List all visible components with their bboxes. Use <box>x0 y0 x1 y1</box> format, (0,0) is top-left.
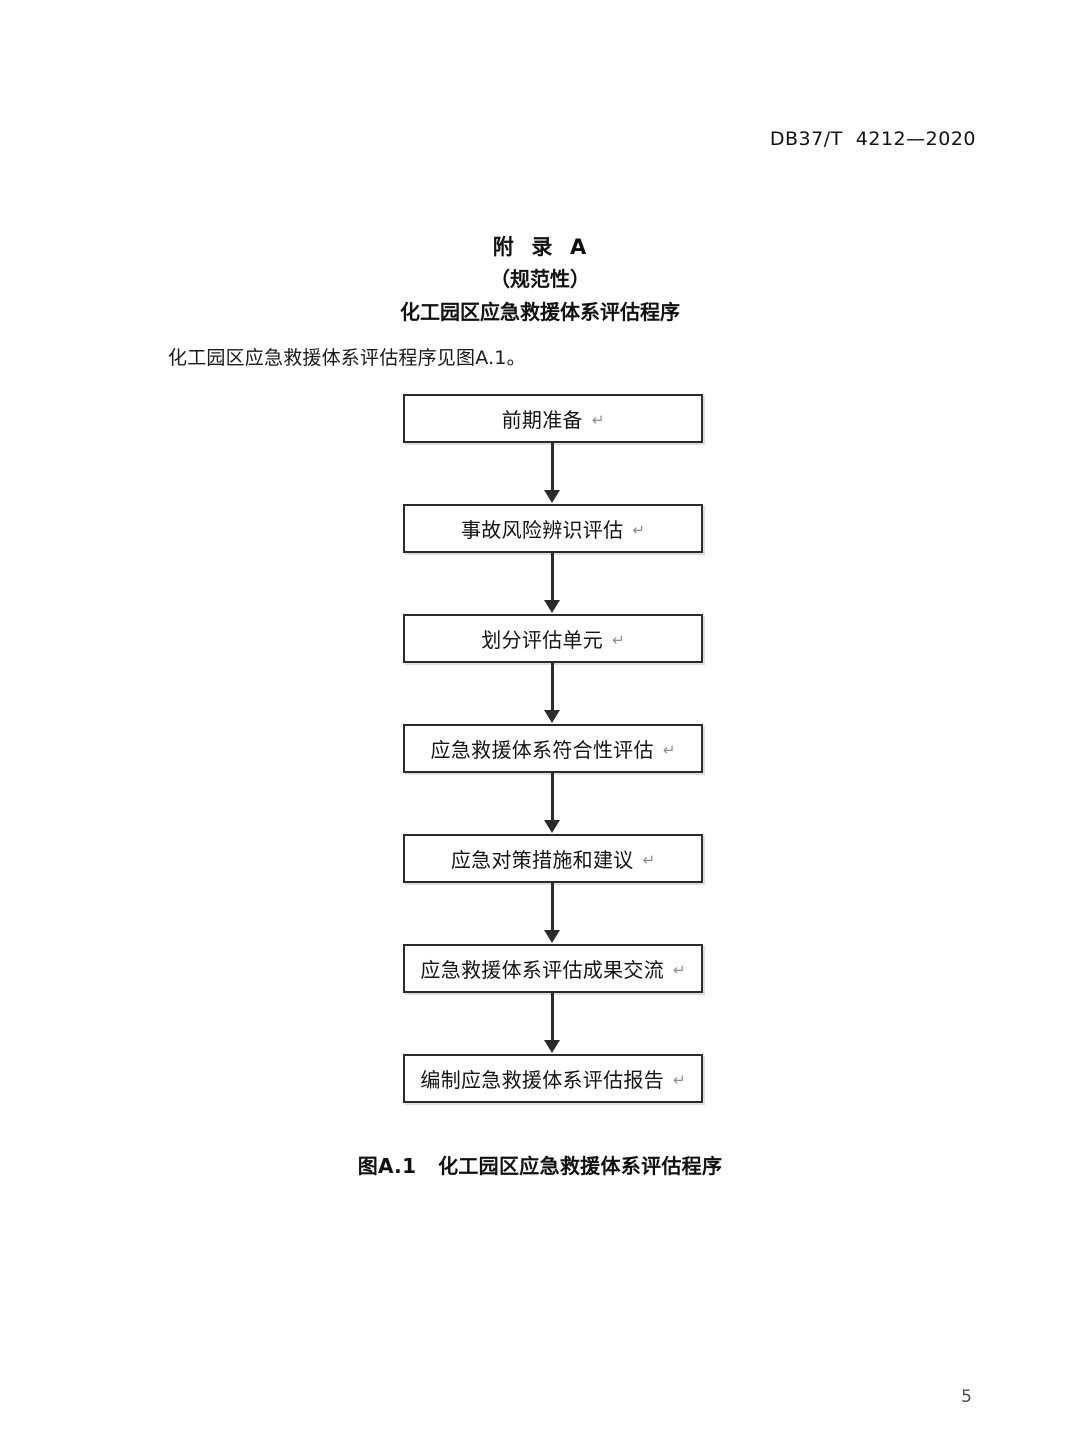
paragraph-return-icon: ↵ <box>673 1070 686 1089</box>
arrow-line <box>551 883 554 933</box>
flow-node-label: 划分评估单元 <box>481 628 604 652</box>
arrow-head-icon <box>544 930 560 943</box>
arrow-head-icon <box>544 820 560 833</box>
flow-connector-arrow <box>403 773 703 834</box>
flow-node: 应急救援体系符合性评估 ↵ <box>403 724 703 773</box>
flow-node-label: 应急救援体系符合性评估 <box>430 738 654 762</box>
body-paragraph: 化工园区应急救援体系评估程序见图A.1。 <box>168 347 526 369</box>
flow-connector-arrow <box>403 883 703 944</box>
paragraph-return-icon: ↵ <box>591 410 605 429</box>
flow-connector-arrow <box>403 443 703 504</box>
flow-node: 事故风险辨识评估 ↵ <box>403 504 703 553</box>
flow-connector-arrow <box>403 663 703 724</box>
flow-connector-arrow <box>403 993 703 1054</box>
arrow-head-icon <box>544 490 560 503</box>
arrow-line <box>551 773 554 823</box>
arrow-line <box>551 993 554 1043</box>
paragraph-return-icon: ↵ <box>612 630 625 649</box>
evaluation-procedure-flowchart: 前期准备↵事故风险辨识评估↵划分评估单元↵应急救援体系符合性评估↵应急对策措施和… <box>403 394 703 1103</box>
annex-heading-block: 附 录 A （规范性） 化工园区应急救援体系评估程序 <box>0 232 1080 328</box>
paragraph-return-icon: ↵ <box>673 960 686 979</box>
flow-node-label: 前期准备 <box>501 408 583 432</box>
flow-node: 应急对策措施和建议 ↵ <box>403 834 703 883</box>
arrow-head-icon <box>544 710 560 723</box>
annex-kind: （规范性） <box>490 267 590 292</box>
arrow-line <box>551 663 554 713</box>
flow-node: 编制应急救援体系评估报告 ↵ <box>403 1054 703 1103</box>
flow-node-label: 编制应急救援体系评估报告 <box>420 1068 665 1092</box>
arrow-line <box>551 553 554 603</box>
arrow-head-icon <box>544 1040 560 1053</box>
flow-connector-arrow <box>403 553 703 614</box>
paragraph-return-icon: ↵ <box>642 850 656 869</box>
paragraph-return-icon: ↵ <box>662 740 676 759</box>
page-number: 5 <box>961 1387 972 1407</box>
standard-code-header: DB37/T 4212—2020 <box>769 128 976 150</box>
flow-node: 应急救援体系评估成果交流 ↵ <box>403 944 703 993</box>
flow-node-label: 应急救援体系评估成果交流 <box>420 958 665 982</box>
arrow-head-icon <box>544 600 560 613</box>
figure-caption: 图A.1 化工园区应急救援体系评估程序 <box>357 1154 723 1178</box>
flow-node: 前期准备 ↵ <box>403 394 703 443</box>
arrow-line <box>551 443 554 493</box>
flow-node: 划分评估单元 ↵ <box>403 614 703 663</box>
flow-node-label: 应急对策措施和建议 <box>450 848 634 872</box>
annex-title: 化工园区应急救援体系评估程序 <box>400 300 680 325</box>
flow-node-label: 事故风险辨识评估 <box>461 518 624 542</box>
annex-label: 附 录 A <box>492 235 588 259</box>
paragraph-return-icon: ↵ <box>632 520 645 539</box>
